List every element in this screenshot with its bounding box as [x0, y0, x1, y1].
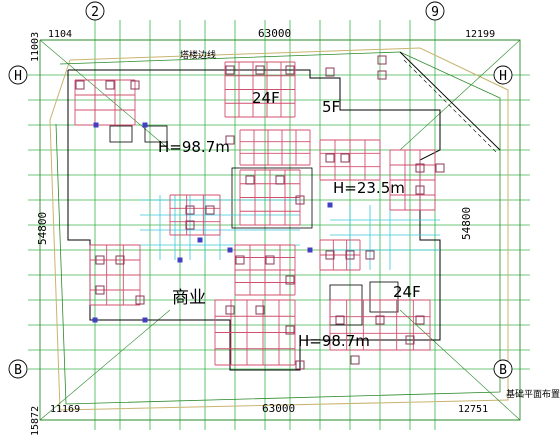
- pile-cap: [335, 315, 345, 325]
- podium-height-label: H=23.5m: [333, 179, 405, 197]
- pile-cap: [265, 255, 275, 265]
- column-mark: [93, 122, 99, 128]
- axis-label-h-right: H: [499, 69, 507, 84]
- pile-cap: [415, 163, 425, 173]
- pile-cap: [245, 175, 255, 185]
- pile-cap: [375, 315, 385, 325]
- axis-label-9: 9: [431, 5, 439, 20]
- pile-cap: [95, 285, 105, 295]
- pile-cap: [225, 65, 235, 75]
- axis-label-h-left: H: [14, 69, 22, 84]
- tower-a-floors-label: 24F: [252, 89, 280, 107]
- dim-bottom-right-offset: 12751: [458, 404, 488, 415]
- column-mark: [227, 247, 233, 253]
- pile-cap: [325, 250, 335, 260]
- pile-cap: [130, 80, 140, 90]
- pile-cap: [340, 153, 350, 163]
- column-mark: [307, 247, 313, 253]
- pile-cap: [295, 195, 305, 205]
- pile-cap: [235, 255, 245, 265]
- axis-label-b-left: B: [14, 363, 22, 378]
- tower-b-height-label: H=98.7m: [298, 332, 370, 350]
- tower-a-height-label: H=98.7m: [158, 138, 230, 156]
- pile-cap: [415, 315, 425, 325]
- pile-caps: [75, 55, 445, 370]
- dim-top-total: 63000: [258, 27, 291, 40]
- axis-bubbles: [8, 1, 513, 379]
- pile-cap: [377, 55, 387, 65]
- pile-cap: [185, 205, 195, 215]
- pile-cap: [225, 135, 235, 145]
- podium-floors-label: 5F: [322, 98, 340, 116]
- pile-cap: [325, 67, 335, 77]
- pile-cap: [405, 335, 415, 345]
- pile-cap: [365, 250, 375, 260]
- column-mark: [142, 122, 148, 128]
- dim-left-upper: 11003: [30, 32, 41, 62]
- pile-cap: [325, 153, 335, 163]
- pile-cap-beams: [74, 61, 436, 366]
- dim-right-total: 54800: [460, 207, 473, 240]
- dim-top-left-offset: 1104: [48, 29, 72, 40]
- pile-cap: [255, 305, 265, 315]
- dim-left-lower: 15872: [30, 406, 41, 436]
- pile-cap: [135, 295, 145, 305]
- building-outlines: [67, 69, 441, 371]
- pile-cap: [275, 175, 285, 185]
- drawing-caption: 基础平面布置: [506, 388, 560, 400]
- column-mark: [142, 317, 148, 323]
- axis-label-2: 2: [91, 5, 99, 20]
- pile-cap: [75, 80, 85, 90]
- column-mark: [197, 237, 203, 243]
- pile-cap: [345, 250, 355, 260]
- pile-cap: [225, 305, 235, 315]
- dim-bottom-total: 63000: [262, 402, 295, 415]
- pile-cap: [435, 163, 445, 173]
- pile-cap: [285, 275, 295, 285]
- pile-cap: [185, 220, 195, 230]
- pile-cap: [95, 255, 105, 265]
- pile-cap: [350, 355, 360, 365]
- pile-cap: [377, 70, 387, 80]
- site-outline: [39, 39, 521, 421]
- pile-cap: [285, 65, 295, 75]
- dim-left-total: 54800: [36, 212, 49, 245]
- scope-line-label: 塔楼边线: [180, 49, 216, 61]
- commercial-label: 商业: [172, 288, 206, 308]
- pile-cap: [415, 185, 425, 195]
- pile-cap: [255, 65, 265, 75]
- column-mark: [177, 257, 183, 263]
- pile-cap: [285, 325, 295, 335]
- pile-cap: [295, 360, 305, 370]
- dim-bottom-left-offset: 11169: [50, 404, 80, 415]
- axis-label-b-right: B: [499, 363, 507, 378]
- column-mark: [92, 317, 98, 323]
- pile-cap: [105, 80, 115, 90]
- dim-top-right-offset: 12199: [465, 29, 495, 40]
- pile-cap: [205, 205, 215, 215]
- pile-cap: [115, 255, 125, 265]
- column-mark: [327, 202, 333, 208]
- tower-b-floors-label: 24F: [393, 283, 421, 301]
